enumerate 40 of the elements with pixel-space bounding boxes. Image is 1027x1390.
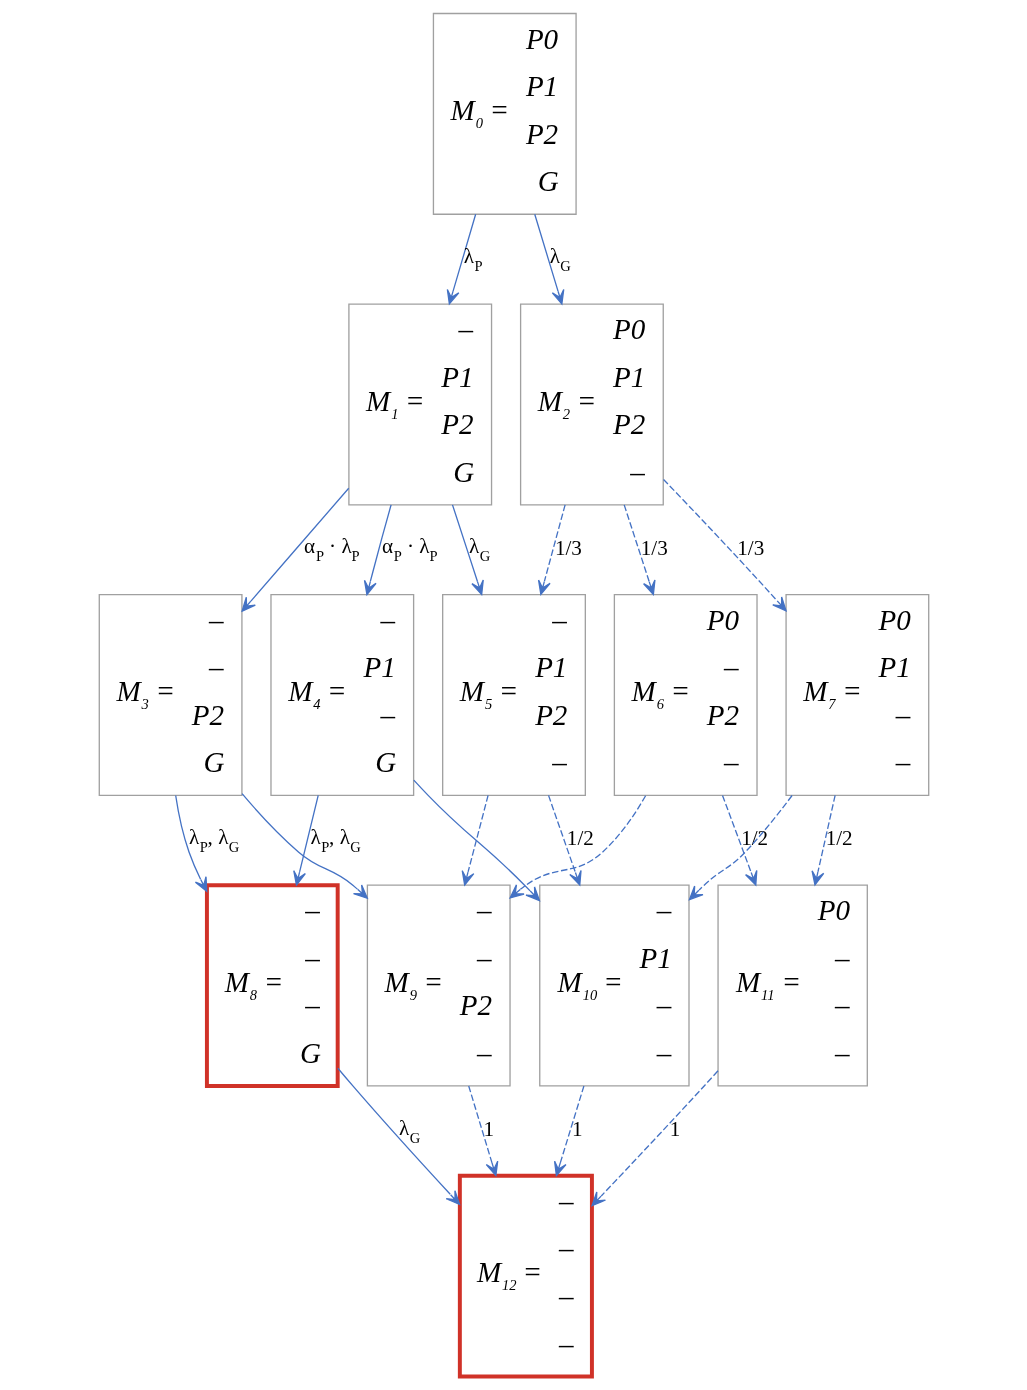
- arrow: [363, 504, 392, 596]
- arrow: [241, 487, 349, 612]
- arrow: [451, 504, 484, 596]
- edge-label: 1/3: [736, 535, 764, 560]
- edge-label: α$_{P}$ · λ$_{P}$: [303, 534, 360, 565]
- edge-label: 1: [483, 1116, 494, 1141]
- arrow: [292, 794, 319, 886]
- edge-label: 1/2: [825, 826, 853, 851]
- arrow: [508, 795, 646, 899]
- arrow: [547, 794, 582, 886]
- edge-label: 1/2: [740, 826, 768, 851]
- arrow: [174, 794, 207, 892]
- arrow: [336, 1067, 460, 1206]
- edge-label: 1/2: [566, 826, 594, 851]
- edge-label: λ$_{P}$: [463, 243, 482, 274]
- node-box: M$_{11}$ = P0 – – –: [716, 884, 868, 1087]
- edge-label: 1: [669, 1116, 680, 1141]
- arrow: [461, 794, 489, 886]
- edge-label: α$_{P}$ · λ$_{P}$: [381, 534, 438, 565]
- arrow: [467, 1085, 498, 1177]
- arrow: [553, 1085, 585, 1177]
- arrow: [688, 794, 793, 901]
- arrow: [662, 478, 787, 612]
- edge-label: 1: [571, 1116, 583, 1141]
- arrow: [810, 794, 836, 886]
- arrow: [533, 213, 564, 305]
- edge-label: λ$_{P}$, λ$_{G}$: [188, 824, 239, 855]
- arrow: [412, 779, 540, 902]
- arrow: [240, 792, 368, 899]
- edge-label: λ$_{G}$: [468, 534, 490, 565]
- arrow: [721, 794, 757, 886]
- arrow: [590, 1070, 719, 1207]
- arrow: [446, 213, 476, 305]
- edge-label: 1/3: [554, 535, 582, 560]
- edge-label: λ$_{G}$: [549, 243, 571, 274]
- edge-label: λ$_{P}$, λ$_{G}$: [310, 824, 361, 855]
- edge-label: λ$_{G}$: [398, 1115, 420, 1146]
- arrow: [623, 504, 656, 596]
- edge-label: 1/3: [640, 535, 668, 560]
- arrow: [537, 504, 566, 596]
